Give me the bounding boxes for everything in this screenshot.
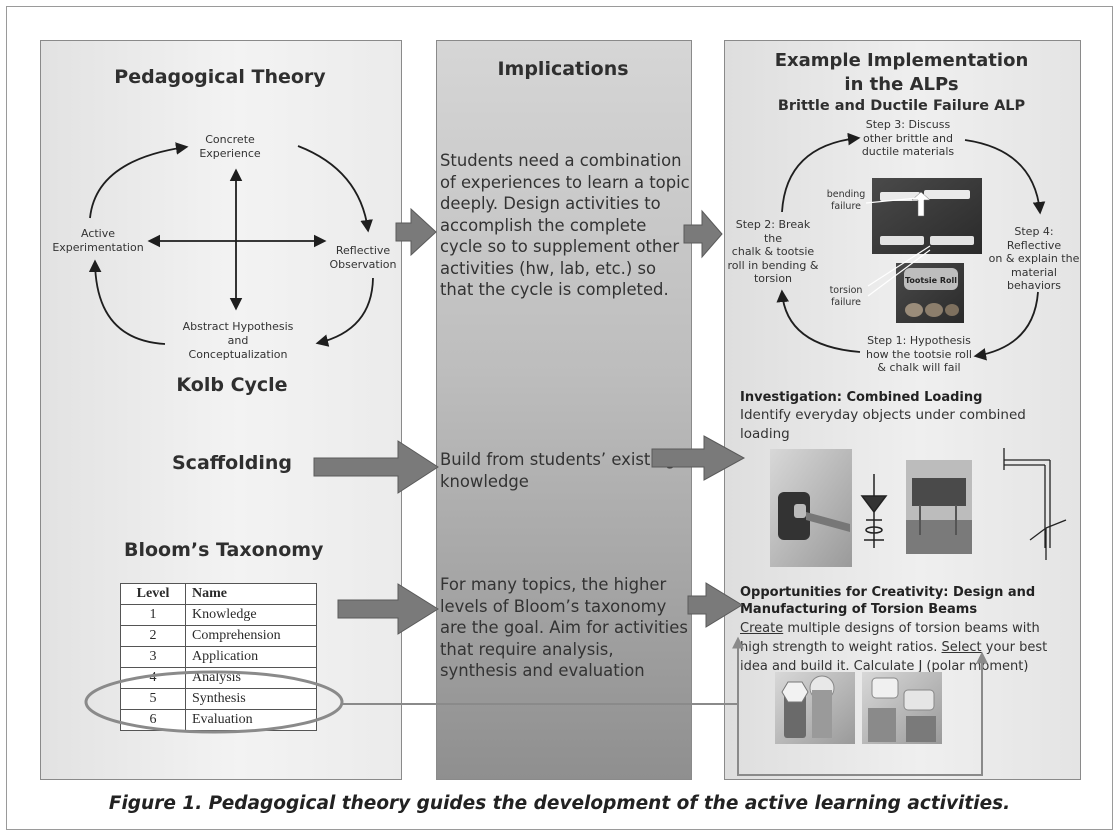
bloom-header-row: Level Name <box>120 583 317 605</box>
alp-arrow-step4-to-step1 <box>973 291 1039 361</box>
coordinate-frame-sketch <box>1003 448 1067 560</box>
bloom-name: Knowledge <box>185 604 317 626</box>
bloom-name: Synthesis <box>185 688 317 710</box>
arrow-kolb-to-implications <box>395 207 437 257</box>
bracket-sketch <box>860 474 888 548</box>
bloom-title: Bloom’s Taxonomy <box>124 539 324 561</box>
arrow-bloom-to-implications <box>337 583 439 635</box>
investigation-text: Identify everyday objects under combined… <box>740 407 1026 442</box>
arrow-bloom-implications-to-example <box>687 582 743 628</box>
create-keyword: Create <box>740 621 784 636</box>
arrow-scaffolding-implications-to-example <box>651 435 746 481</box>
panel-implications <box>436 40 692 780</box>
torsion-beam-photo-1 <box>775 672 855 744</box>
door-handle-photo <box>770 449 852 567</box>
kolb-arrow-top-left <box>89 142 189 219</box>
kolb-cycle-label: Kolb Cycle <box>176 374 288 396</box>
bending-failure-label: bending failure <box>826 189 866 212</box>
creativity-text-part1: multiple designs of torsion beams with h… <box>740 621 1040 655</box>
bending-failure-photo <box>865 178 982 254</box>
panel3-title-line1: Example Implementation <box>774 50 1029 71</box>
alp-arrow-step2-to-step3 <box>781 132 861 213</box>
alp-cycle-diagram <box>776 132 1046 361</box>
arrow-kolb-implications-to-example <box>683 209 723 259</box>
highway-sign-photo <box>906 460 972 554</box>
tootsie-roll-photo: Tootsie Roll <box>867 245 964 323</box>
torsion-beam-photo-2 <box>862 672 942 744</box>
kolb-arrow-top-right <box>297 145 373 233</box>
tootsie-roll-wrapper-text: Tootsie Roll <box>905 276 957 285</box>
creativity-text-part2: your best idea and build it. Calculate J… <box>740 640 1048 674</box>
select-keyword: Select <box>941 640 982 655</box>
synthesis-connector-line <box>342 651 988 776</box>
panel2-title: Implications <box>497 58 629 80</box>
implication-scaffold-text: Build from students’ existing knowledge <box>440 450 676 491</box>
kolb-cycle-diagram <box>88 142 374 347</box>
kolb-right-label: Reflective Observation <box>329 244 397 271</box>
creativity-title-2: Manufacturing of Torsion Beams <box>740 602 978 617</box>
panel1-title: Pedagogical Theory <box>114 66 326 88</box>
kolb-arrow-bottom-left <box>88 259 166 345</box>
kolb-top-label: Concrete Experience <box>199 133 261 160</box>
arrow-scaffolding-to-implications <box>313 440 439 494</box>
kolb-bottom-label: Abstract Hypothesis and Conceptualizatio… <box>182 320 294 361</box>
implication-bloom-text: For many topics, the higher levels of Bl… <box>440 575 688 680</box>
alp-arrow-step3-to-step4 <box>964 139 1046 215</box>
panel-example-implementation <box>724 40 1081 780</box>
investigation-title: Investigation: Combined Loading <box>740 390 983 405</box>
scaffolding-label: Scaffolding <box>172 452 292 474</box>
kolb-arrow-bottom-right <box>315 277 374 347</box>
step4-label: Step 4: Reflective on & explain the mate… <box>988 225 1080 292</box>
step2-label: Step 2: Break the chalk & tootsie roll i… <box>727 218 819 285</box>
bloom-name: Evaluation <box>185 709 317 731</box>
creativity-text: Create multiple designs of torsion beams… <box>740 619 1070 676</box>
synthesis-highlight-ellipse <box>84 670 344 734</box>
connector-arrows <box>313 207 746 635</box>
panel3-title-line2: in the ALPs <box>844 74 959 95</box>
bloom-header-level: Level <box>120 583 186 605</box>
creativity-title-1: Opportunities for Creativity: Design and <box>740 585 1036 600</box>
figure-caption: Figure 1. Pedagogical theory guides the … <box>108 793 1011 814</box>
step1-label: Step 1: Hypothesis how the tootsie roll … <box>865 334 972 374</box>
step3-label: Step 3: Discuss other brittle and ductil… <box>861 118 955 158</box>
alp-arrow-step1-to-step2 <box>776 289 861 353</box>
kolb-left-label: Active Experimentation <box>52 227 144 254</box>
implication-kolb-text: Students need a combination of experienc… <box>440 151 690 299</box>
torsion-failure-label: torsion failure <box>829 285 863 308</box>
bloom-name: Comprehension <box>185 625 317 647</box>
panel3-subtitle: Brittle and Ductile Failure ALP <box>777 98 1026 114</box>
